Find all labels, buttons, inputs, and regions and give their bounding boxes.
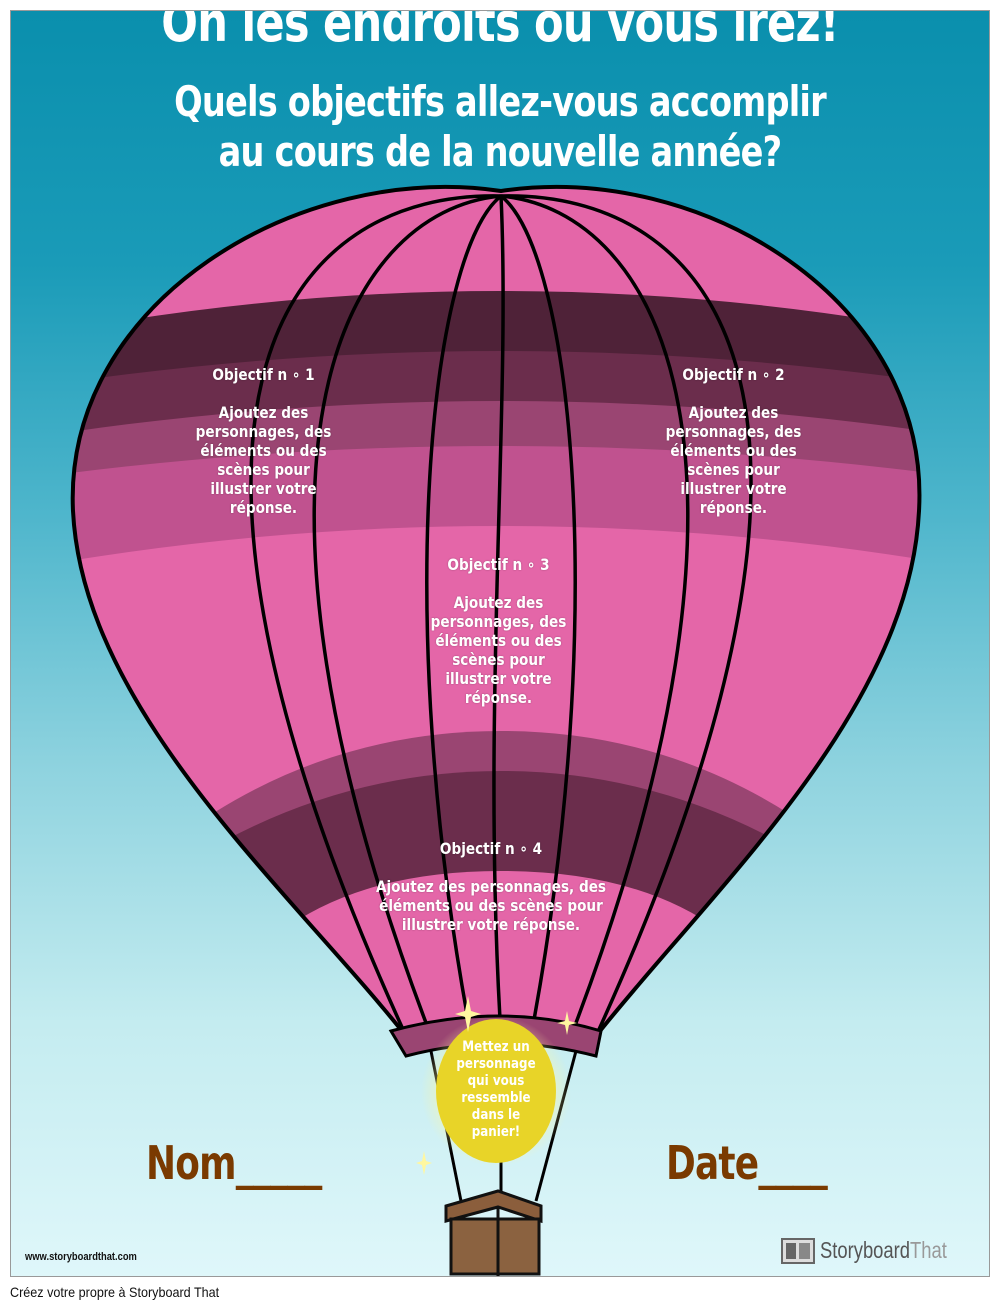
poster-title: Oh les endroits où vous irez! xyxy=(161,10,839,54)
goal-text: Ajoutez des personnages, des éléments ou… xyxy=(375,877,607,934)
website-url: www.storyboardthat.com xyxy=(25,1251,137,1263)
poster-canvas: Oh les endroits où vous irez! Quels obje… xyxy=(10,10,990,1277)
goal-1: Objectif n ∘ 1 Ajoutez des personnages, d… xyxy=(185,365,342,517)
goal-heading: Objectif n ∘ 1 xyxy=(212,365,315,384)
goal-heading: Objectif n ∘ 4 xyxy=(439,839,543,858)
storyboardthat-logo: StoryboardThat xyxy=(781,1237,979,1264)
goal-text: Ajoutez des personnages, des éléments ou… xyxy=(665,403,802,517)
goal-text: Ajoutez des personnages, des éléments ou… xyxy=(195,403,332,517)
name-field-label: Nom_____ xyxy=(146,1136,322,1190)
goal-3: Objectif n ∘ 3 Ajoutez des personnages, d… xyxy=(420,555,577,707)
basket xyxy=(444,1189,543,1276)
goal-heading: Objectif n ∘ 3 xyxy=(447,555,550,574)
goal-4: Objectif n ∘ 4 Ajoutez des personnages, d… xyxy=(351,839,632,934)
date-field-label: Date____ xyxy=(666,1136,828,1190)
goal-2: Objectif n ∘ 2 Ajoutez des personnages, d… xyxy=(655,365,812,517)
goal-heading: Objectif n ∘ 2 xyxy=(682,365,785,384)
poster-subtitle: Quels objectifs allez-vous accomplir au … xyxy=(174,77,827,176)
basket-spotlight xyxy=(436,1019,556,1163)
logo-text: Storyboard xyxy=(820,1237,911,1263)
goal-text: Ajoutez des personnages, des éléments ou… xyxy=(430,593,567,707)
logo-icon xyxy=(781,1237,816,1264)
hot-air-balloon-illustration xyxy=(70,185,922,1276)
create-your-own-link[interactable]: Créez votre propre à Storyboard That xyxy=(10,1284,220,1300)
logo-text-accent: That xyxy=(910,1237,948,1263)
basket-prompt: Mettez un personnage qui vous ressemble … xyxy=(456,1039,536,1140)
sparkle-icons xyxy=(416,996,577,1175)
